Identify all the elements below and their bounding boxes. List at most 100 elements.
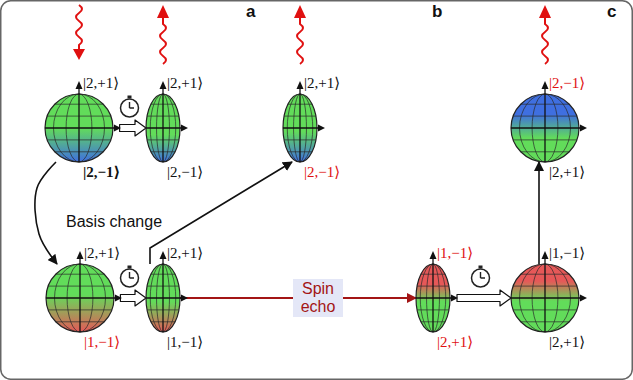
transition-arrow xyxy=(150,162,292,264)
sphere-shape xyxy=(283,94,317,162)
bloch-sphere: |2,−1⟩|2,+1⟩ xyxy=(511,94,579,162)
sphere-axes xyxy=(146,251,188,332)
axis-head xyxy=(160,251,167,259)
axis-head xyxy=(451,295,458,302)
sphere-shape xyxy=(146,94,180,162)
axis-line xyxy=(511,297,581,298)
axis-head xyxy=(114,125,121,132)
clock-icon xyxy=(121,266,139,288)
state-label: |2,+1⟩ xyxy=(549,164,585,181)
clock-face xyxy=(121,99,139,117)
sphere-axes xyxy=(511,81,587,162)
clock-icon xyxy=(472,266,490,288)
photon-head xyxy=(73,49,85,60)
clock-face xyxy=(472,269,490,287)
sphere-shape xyxy=(45,94,113,162)
state-label: |2,+1⟩ xyxy=(549,334,585,351)
clock-hands xyxy=(130,102,135,108)
photon-head xyxy=(157,5,169,18)
axis-line xyxy=(544,258,545,332)
panel-outline xyxy=(1,1,268,212)
photon-wave xyxy=(160,17,166,64)
axis-head xyxy=(580,295,587,302)
axis-line xyxy=(45,127,115,128)
panel-region: a|2,+1⟩|2,−1⟩|2,+1⟩|2,−1⟩ xyxy=(0,0,268,212)
state-label: |2,+1⟩ xyxy=(437,334,473,351)
sphere-shape xyxy=(146,264,180,332)
sphere-axes xyxy=(146,81,188,162)
transition-arrow xyxy=(35,162,57,264)
clock-button xyxy=(128,266,132,269)
axis-line xyxy=(511,127,581,128)
axis-head xyxy=(76,81,83,89)
bloch-sphere: |2,+1⟩|1,−1⟩ xyxy=(46,264,114,332)
sphere-axes xyxy=(45,81,121,162)
clock-icon xyxy=(121,96,139,118)
axis-head xyxy=(542,81,549,89)
clock-button xyxy=(128,96,132,99)
state-label: |1,−1⟩ xyxy=(549,245,585,262)
photon-wave xyxy=(76,5,82,50)
sphere-axes xyxy=(416,251,458,332)
transition-arrow xyxy=(457,290,511,306)
panel-letter: c xyxy=(607,3,616,22)
state-label: |2,−1⟩ xyxy=(83,164,120,181)
bloch-sphere: |1,−1⟩|2,+1⟩ xyxy=(416,264,450,332)
panel-region: c|1,−1⟩|2,+1⟩|1,−1⟩|2,+1⟩|2,−1⟩|2,+1⟩ xyxy=(315,0,633,380)
axis-head xyxy=(181,295,188,302)
photon-wave xyxy=(297,17,303,64)
clock-face xyxy=(121,269,139,287)
axis-head xyxy=(77,251,84,259)
axis-head xyxy=(542,251,549,259)
axis-line xyxy=(162,88,163,162)
panel-outline xyxy=(315,1,632,379)
state-label: |2,+1⟩ xyxy=(304,75,340,92)
bloch-sphere: |2,+1⟩|2,−1⟩ xyxy=(283,94,317,162)
state-label: |2,+1⟩ xyxy=(83,75,119,92)
state-label: |1,−1⟩ xyxy=(167,334,203,351)
state-label: |2,+1⟩ xyxy=(84,245,120,262)
photon-arrow xyxy=(160,17,548,64)
state-label: |1,−1⟩ xyxy=(84,334,120,351)
edge-label: Basis change xyxy=(66,213,162,231)
sphere-axes xyxy=(511,251,587,332)
axis-head xyxy=(580,125,587,132)
transition-arrow xyxy=(120,290,146,306)
sphere-shape xyxy=(46,264,114,332)
clock-button xyxy=(479,266,483,269)
axis-line xyxy=(162,258,163,332)
clock-hands xyxy=(130,272,135,278)
axis-line xyxy=(146,127,182,128)
bloch-sphere: |2,+1⟩|2,−1⟩ xyxy=(146,94,180,162)
axis-line xyxy=(416,297,452,298)
axis-head xyxy=(297,81,304,89)
axis-line xyxy=(146,297,182,298)
axis-line xyxy=(299,88,300,162)
axis-line xyxy=(46,297,116,298)
bloch-sphere: |2,+1⟩|1,−1⟩ xyxy=(146,264,180,332)
sphere-shape xyxy=(511,94,579,162)
photon-head xyxy=(294,5,306,18)
axis-line xyxy=(544,88,545,162)
sphere-shape xyxy=(511,264,579,332)
clock-hands xyxy=(481,272,486,278)
panel-letter: a xyxy=(246,3,255,22)
photon-wave xyxy=(542,17,548,64)
axis-head xyxy=(160,81,167,89)
sphere-axes xyxy=(46,251,122,332)
sphere-axes xyxy=(283,81,325,162)
axis-line xyxy=(78,88,79,162)
edge-label: Spin echo xyxy=(293,279,343,316)
axis-line xyxy=(432,258,433,332)
photon-head xyxy=(539,5,551,18)
axis-head xyxy=(318,125,325,132)
axis-head xyxy=(430,251,437,259)
bloch-sphere: |2,+1⟩|2,−1⟩ xyxy=(45,94,113,162)
state-label: |1,−1⟩ xyxy=(437,245,473,262)
axis-head xyxy=(115,295,122,302)
state-label: |2,+1⟩ xyxy=(167,75,203,92)
axis-line xyxy=(79,258,80,332)
panel-letter: b xyxy=(432,3,442,22)
